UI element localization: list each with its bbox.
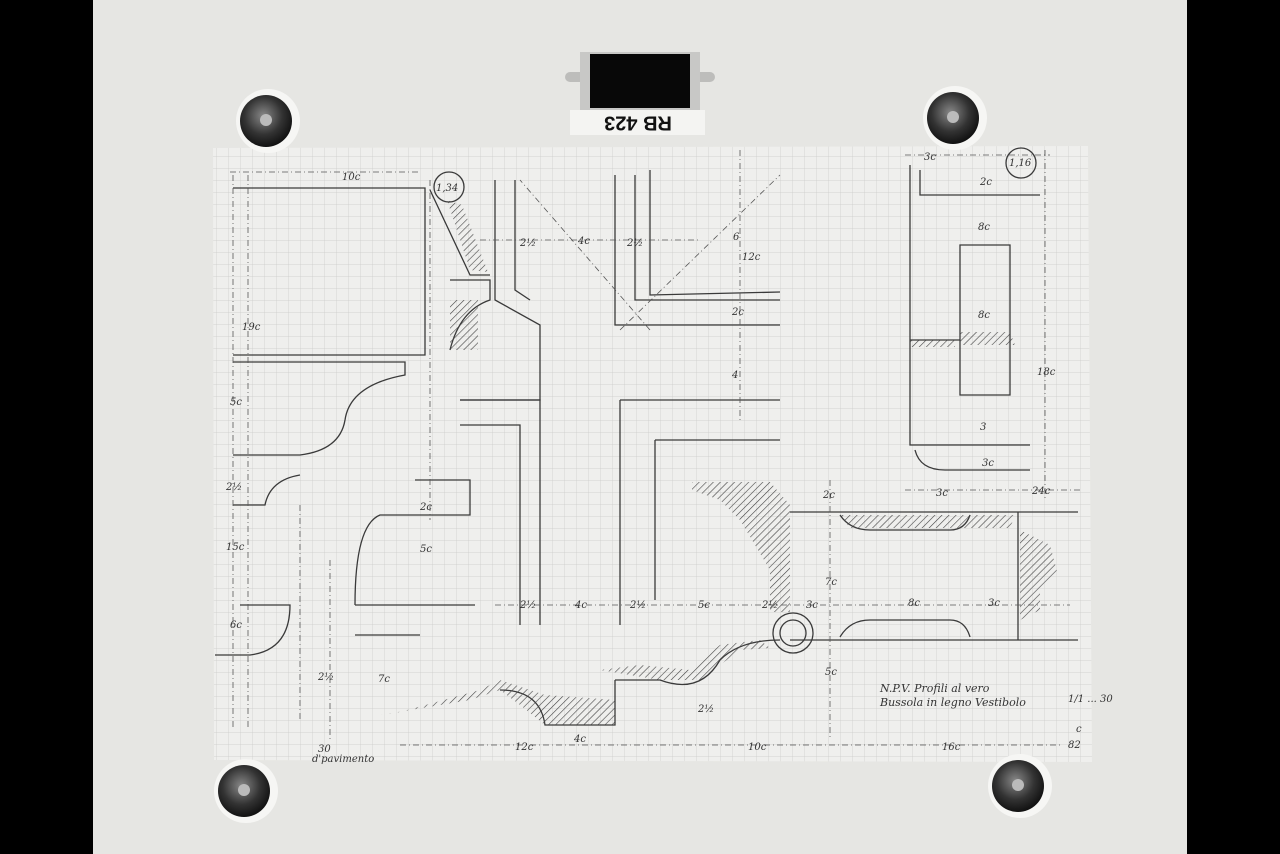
- dimension-label: 4c: [574, 600, 587, 611]
- dimension-label: 3c: [988, 598, 1000, 609]
- dimension-label: 18c: [1037, 367, 1056, 378]
- dimension-label: d'pavimento: [312, 754, 374, 765]
- drawing-sheet: [213, 146, 1092, 762]
- dimension-label: 30: [318, 744, 331, 755]
- circle-mark: 1,16: [1009, 158, 1032, 169]
- scale-note: 1/1 ... 30: [1068, 694, 1113, 705]
- dimension-label: 2c: [419, 502, 432, 513]
- dimension-label: 6: [733, 232, 740, 243]
- mounting-pin: [923, 86, 987, 150]
- dimension-label: 4c: [577, 236, 590, 247]
- dimension-label: 2½: [519, 238, 536, 249]
- archive-label: RB 423: [565, 52, 715, 135]
- dimension-label: 5c: [230, 397, 242, 408]
- dimension-label: 5c: [825, 667, 837, 678]
- dimension-label: 10c: [748, 742, 767, 753]
- dimension-label: 24c: [1031, 486, 1051, 497]
- mounting-pin: [214, 759, 278, 823]
- dimension-label: 2½: [629, 600, 646, 611]
- dimension-label: 3c: [924, 152, 936, 163]
- dimension-label: 16c: [942, 742, 961, 753]
- dimension-label: 19c: [242, 322, 261, 333]
- circle-mark: 1,34: [436, 183, 458, 194]
- dimension-label: 6c: [230, 620, 242, 631]
- dimension-label: 2½: [317, 672, 334, 683]
- dimension-label: 12c: [742, 252, 761, 263]
- dimension-label: 2½: [697, 704, 714, 715]
- dimension-label: 5c: [698, 600, 710, 611]
- dimension-label: c: [1076, 724, 1082, 735]
- dimension-label: 8c: [978, 222, 990, 233]
- mounting-pin: [988, 754, 1052, 818]
- dimension-label: 8c: [908, 598, 920, 609]
- dimension-label: 2½: [225, 482, 242, 493]
- dimension-label: 3c: [806, 600, 818, 611]
- dimension-label: 2c: [822, 490, 835, 501]
- dimension-label: 15c: [226, 542, 245, 553]
- mounting-pin: [236, 89, 300, 153]
- label-tag-text: RB 423: [604, 112, 672, 134]
- drawing-title-line1: N.P.V. Profili al vero: [879, 682, 990, 695]
- dimension-label: 2½: [519, 600, 536, 611]
- dimension-label: 8c: [978, 310, 990, 321]
- profile-drawing: [215, 147, 1080, 746]
- dimension-label: 7c: [378, 674, 390, 685]
- drawing-title-line2: Bussola in legno Vestibolo: [879, 696, 1026, 709]
- dimension-label: 3c: [936, 488, 948, 499]
- dimension-label: 10c: [342, 172, 361, 183]
- dimension-label: 2c: [979, 177, 992, 188]
- dimension-label: 4c: [573, 734, 586, 745]
- dimension-labels: 10c 2½ 4c 2½ 6 12c 2c 4 3c 2c 8c 8c 18c …: [225, 152, 1113, 765]
- dimension-label: 3c: [982, 458, 994, 469]
- dimension-label: 2c: [731, 307, 744, 318]
- dimension-label: 7c: [825, 577, 837, 588]
- dimension-label: 12c: [515, 742, 534, 753]
- sheet-number: 82: [1068, 740, 1081, 751]
- dimension-label: 5c: [420, 544, 432, 555]
- dimension-label: 3: [980, 422, 986, 433]
- dimension-label: 2½: [761, 600, 778, 611]
- dimension-label: 2½: [626, 238, 643, 249]
- dimension-label: 4: [731, 370, 738, 381]
